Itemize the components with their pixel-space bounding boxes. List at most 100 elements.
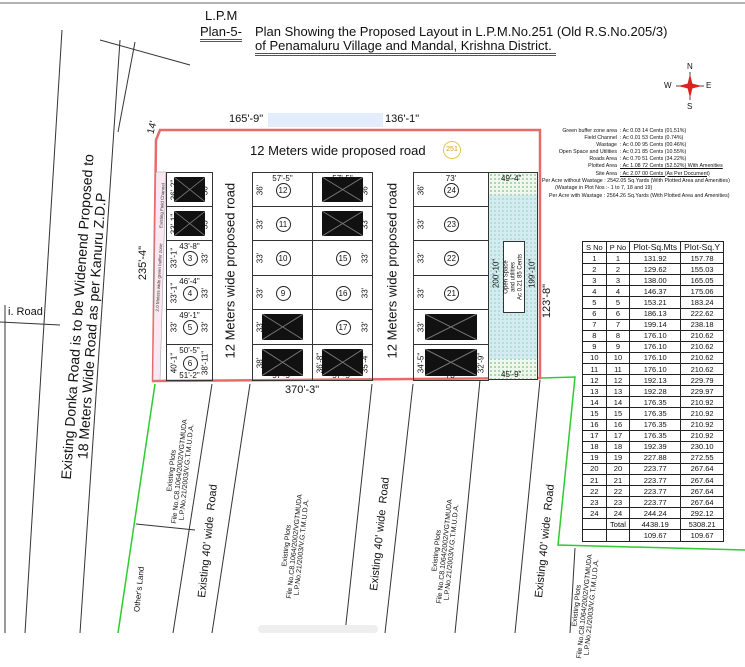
- table-cell: 2: [605, 263, 631, 276]
- table-cell: 13: [582, 385, 607, 398]
- table-cell: 22: [605, 485, 631, 498]
- open-space: 49'-4" 45'-9" 200'-10" 199'-10" Open Spa…: [488, 172, 538, 380]
- table-cell: 157.78: [680, 252, 725, 265]
- plot-number: 11: [275, 216, 291, 232]
- open-space-bottom-dim: 45'-9": [501, 370, 522, 379]
- table-cell: 176.10: [629, 351, 682, 365]
- plot-number: 6: [182, 355, 198, 371]
- legend-row: Field Channel: Ac 0.01 53 Cents (0.74%): [545, 135, 730, 142]
- plot-dimension: 33'-1": [169, 247, 179, 269]
- table-cell: 176.35: [629, 407, 682, 420]
- table-cell: 20: [605, 462, 631, 475]
- table-cell: 223.77: [629, 462, 682, 475]
- legend-value: : Ac 0.70 51 Cents (34.22%): [620, 156, 687, 163]
- plot-dimension: 33': [360, 287, 370, 298]
- table-cell: 12: [582, 374, 607, 387]
- plot-dimension: 46'-4": [179, 277, 200, 286]
- open-space-label-box: Open Space and utilities Ac 0.21 85 Cent…: [503, 241, 525, 313]
- plot-dimension: 33'-1": [169, 213, 179, 234]
- plot-dimension: 33': [255, 287, 265, 298]
- table-cell: 176.10: [629, 329, 682, 342]
- table-cell: 176.35: [629, 429, 682, 442]
- open-space-label: Open Space and utilities Ac 0.21 85 Cent…: [503, 253, 524, 301]
- table-cell: 3: [605, 274, 631, 287]
- table-cell: 267.64: [680, 485, 725, 498]
- plot-number: 22: [444, 251, 459, 266]
- compass-west: W: [664, 81, 672, 90]
- legend-key: Site Area: [595, 170, 618, 177]
- table-cell: 23: [605, 496, 631, 509]
- table-cell: 9: [582, 340, 607, 353]
- table-cell: 210.92: [680, 407, 725, 420]
- table-cell: 10: [582, 351, 607, 365]
- table-cell: 155.03: [680, 263, 725, 276]
- col-sq-y: Plot-Sq.Y: [680, 240, 725, 254]
- lpm-label: L.P.M: [205, 8, 238, 23]
- table-cell: 21: [582, 473, 607, 487]
- table-cell: 20: [582, 462, 607, 475]
- plot-dimension: 36'-2": [169, 179, 179, 200]
- table-cell: 176.10: [629, 363, 682, 376]
- table-cell: 230.10: [680, 440, 725, 453]
- table-cell: 192.28: [629, 385, 682, 398]
- legend-key: Open Space and Utilities: [558, 149, 617, 156]
- lpm-number-badge: 251: [443, 141, 461, 159]
- table-cell: 176.10: [629, 340, 682, 353]
- plot-dimension: 33': [200, 218, 210, 229]
- compass-south: S: [687, 102, 693, 111]
- table-cell: 227.88: [629, 451, 682, 464]
- excluded-cross-icon: [261, 348, 304, 377]
- col-p-no: P No: [605, 240, 631, 254]
- table-cell: 2: [582, 263, 607, 276]
- plot-number: 3: [182, 251, 198, 266]
- table-cell: 183.24: [680, 296, 725, 309]
- plot-dimension: 38': [255, 357, 265, 368]
- plot-dimension: 38'-11": [200, 350, 210, 375]
- excluded-cross-icon: [424, 348, 478, 377]
- table-cell: 12: [605, 374, 631, 387]
- dim-bottom: 370'-3": [285, 384, 320, 396]
- partial-road-label: i. Road: [8, 306, 43, 318]
- legend-value: : Ac 1.08 72 Cents (52.52%) With Ameniti…: [620, 163, 723, 170]
- avg-sqm: 109.67: [629, 529, 682, 542]
- plot-dimension: 33': [416, 287, 426, 298]
- plot-dimension: 34'-5": [416, 352, 426, 373]
- table-cell: 176.35: [629, 396, 682, 409]
- legend-key: Field Channel: [584, 135, 617, 142]
- plot-excluded: 57'-5"36': [312, 172, 373, 207]
- plot-dimension: 50'-5": [179, 346, 200, 355]
- table-cell: 11: [582, 363, 607, 376]
- table-cell: 229.97: [680, 385, 725, 398]
- table-cell: 5: [605, 296, 631, 309]
- plot-excluded: 33'-1" 33': [166, 206, 213, 241]
- wastage-note: (Wastage in Plot Nos :- 1 to 7, 18 and 1…: [555, 185, 653, 192]
- table-cell: 7: [582, 318, 607, 331]
- table-cell: 210.62: [680, 340, 725, 353]
- table-cell: 6: [582, 307, 607, 320]
- top-road-label: 12 Meters wide proposed road: [250, 143, 426, 158]
- table-cell: 267.64: [680, 496, 725, 509]
- excluded-cross-icon: [424, 313, 478, 341]
- plot-dimension: 33': [360, 321, 370, 333]
- plot-number: 21: [444, 285, 459, 301]
- legend-key: Wastage: [596, 142, 617, 149]
